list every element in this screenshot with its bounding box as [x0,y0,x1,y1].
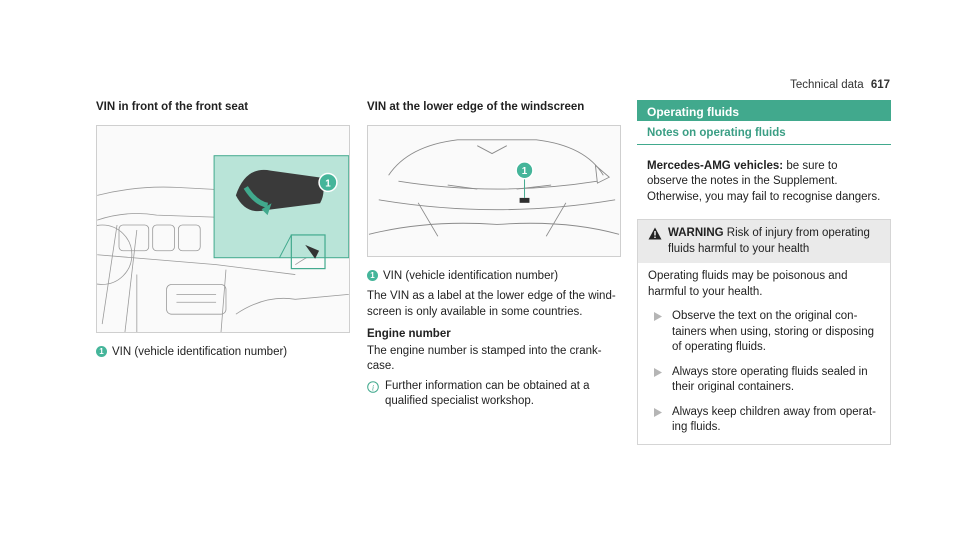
vin-seat-illustration: 1 [96,124,350,333]
engine-number-heading: Engine number [367,328,451,341]
caption-text: VIN (vehicle identification number) [383,269,559,282]
svg-text:1: 1 [522,166,528,177]
car-interior-drawing: 1 [97,154,349,332]
section-title-band: Operating fluids [637,100,891,121]
info-text: Further information can be obtained at a… [385,379,590,408]
vin-windscreen-illustration: 1 [367,124,621,257]
amg-label: Mercedes-AMG vehicles: [647,159,784,172]
section-name: Technical data [790,79,864,91]
info-note: i Further information can be obtained at… [367,379,621,410]
vin-label-paragraph: The VIN as a label at the lower edge of … [367,290,616,318]
vin-windscreen-caption: 1 VIN (vehicle identification number) [367,269,621,285]
warning-triangle-icon [648,227,662,240]
column-vin-seat: VIN in front of the front seat [96,100,350,360]
subsection-title: Notes on operating fluids [637,121,891,145]
warning-label: WARNING [668,227,724,240]
warning-header: WARNING Risk of injury from operating fl… [638,220,890,264]
page-number: 617 [870,79,890,91]
warning-title: WARNING Risk of injury from operating fl… [668,226,880,257]
warning-text: Risk of injury from operating fluids har… [668,227,870,255]
callout-badge: 1 [367,269,378,281]
svg-text:1: 1 [325,178,331,189]
vin-seat-caption: 1 VIN (vehicle identification number) [96,345,350,361]
bullet-text: Observe the text on the original con­tai… [672,310,875,354]
bullet-text: Always store operating fluids sealed in … [672,365,868,394]
engine-number-text: The engine number is stamped into the cr… [367,344,602,373]
play-arrow-icon [654,407,662,417]
play-arrow-icon [654,367,662,377]
play-arrow-icon [654,312,662,322]
callout-badge: 1 [96,345,107,357]
page-header: Technical data 617 [790,78,890,94]
bullet-text: Always keep children away from operat­in… [672,405,876,434]
list-item: Observe the text on the original con­tai… [648,309,880,356]
info-icon: i [367,380,379,393]
caption-text: VIN (vehicle identification number) [112,345,288,358]
warning-body: Operating fluids may be poisonous and ha… [638,263,890,444]
list-item: Always keep children away from operat­in… [648,405,880,436]
warning-body-text: Operating fluids may be poisonous and ha… [648,270,848,298]
vin-windscreen-heading: VIN at the lower edge of the windscreen [367,101,585,113]
list-item: Always store operating fluids sealed in … [648,365,880,396]
column-vin-windscreen: VIN at the lower edge of the windscreen … [367,100,621,410]
svg-text:i: i [372,383,374,392]
vin-seat-heading: VIN in front of the front seat [96,101,249,113]
warning-box: WARNING Risk of injury from operating fl… [637,219,891,445]
column-operating-fluids: Operating fluids Notes on operating flui… [637,100,891,445]
amg-intro: Mercedes-AMG vehicles: be sure to observ… [647,159,881,206]
amg-text: be sure to observe the notes in the Supp… [647,159,881,203]
windscreen-drawing: 1 [368,138,620,237]
